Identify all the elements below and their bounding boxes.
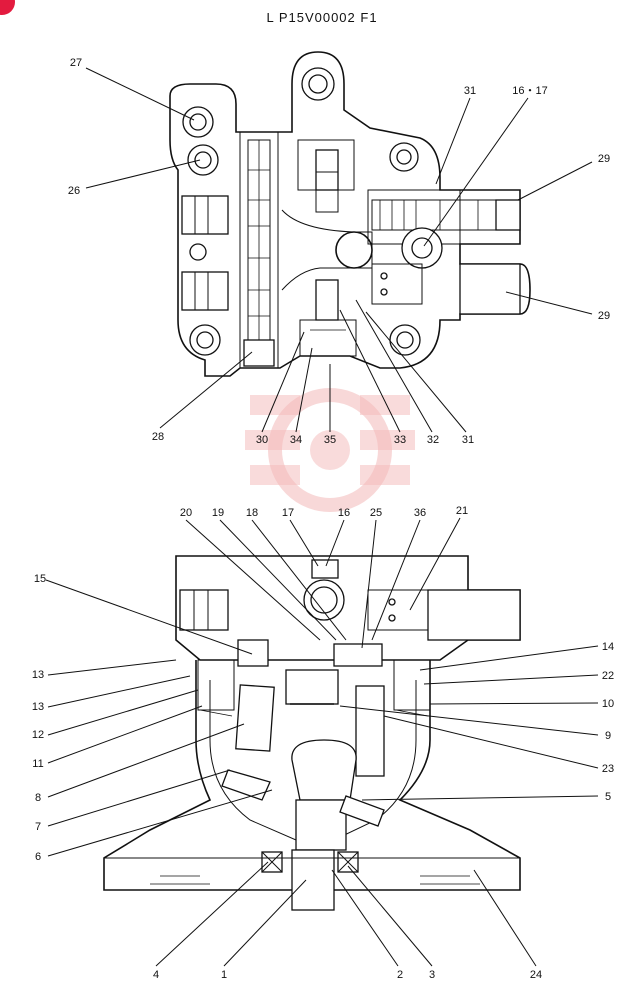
label-18: 18	[246, 507, 258, 519]
label-17: 17	[282, 507, 294, 519]
label-2: 2	[397, 969, 403, 981]
label-13-b: 13	[32, 701, 44, 713]
label-19: 19	[212, 507, 224, 519]
label-16: 16	[338, 507, 350, 519]
label-6: 6	[35, 851, 41, 863]
label-1: 1	[221, 969, 227, 981]
label-11: 11	[32, 758, 43, 770]
label-4: 4	[153, 969, 159, 981]
bottom-view-labels: 20 19 18 17 16 25 36 21 15 14 13 13 22 1…	[32, 505, 614, 981]
corner-badge	[0, 0, 15, 15]
label-8: 8	[35, 792, 41, 804]
label-31-bottom: 31	[462, 434, 474, 446]
top-view-leaders	[85, 67, 593, 433]
label-29-upper: 29	[598, 153, 610, 165]
label-36: 36	[414, 507, 426, 519]
label-23: 23	[602, 763, 614, 775]
top-view-drawing	[169, 51, 531, 377]
label-24: 24	[530, 969, 542, 981]
bottom-view-leaders	[45, 517, 599, 967]
label-5: 5	[605, 791, 611, 803]
bottom-view-drawing	[103, 555, 521, 911]
label-7: 7	[35, 821, 41, 833]
label-26: 26	[68, 185, 80, 197]
label-32: 32	[427, 434, 439, 446]
label-31-top: 31	[464, 85, 476, 97]
label-15: 15	[34, 573, 46, 585]
label-22: 22	[602, 670, 614, 682]
label-28: 28	[152, 431, 164, 443]
label-34: 34	[290, 434, 302, 446]
drawing-title: L P15V00002 F1	[266, 10, 377, 25]
label-14: 14	[602, 641, 614, 653]
label-35: 35	[324, 434, 336, 446]
label-12: 12	[32, 729, 44, 741]
top-view-labels: 27 26 31 16・17 29 29 28 30 34 35 33 32 3…	[68, 57, 610, 446]
label-33: 33	[394, 434, 406, 446]
label-30: 30	[256, 434, 268, 446]
label-10: 10	[602, 698, 614, 710]
label-16-17: 16・17	[512, 85, 547, 97]
label-27: 27	[70, 57, 82, 69]
label-20: 20	[180, 507, 192, 519]
label-21: 21	[456, 505, 468, 517]
label-25: 25	[370, 507, 382, 519]
label-3: 3	[429, 969, 435, 981]
label-9: 9	[605, 730, 611, 742]
label-29-lower: 29	[598, 310, 610, 322]
label-13-a: 13	[32, 669, 44, 681]
